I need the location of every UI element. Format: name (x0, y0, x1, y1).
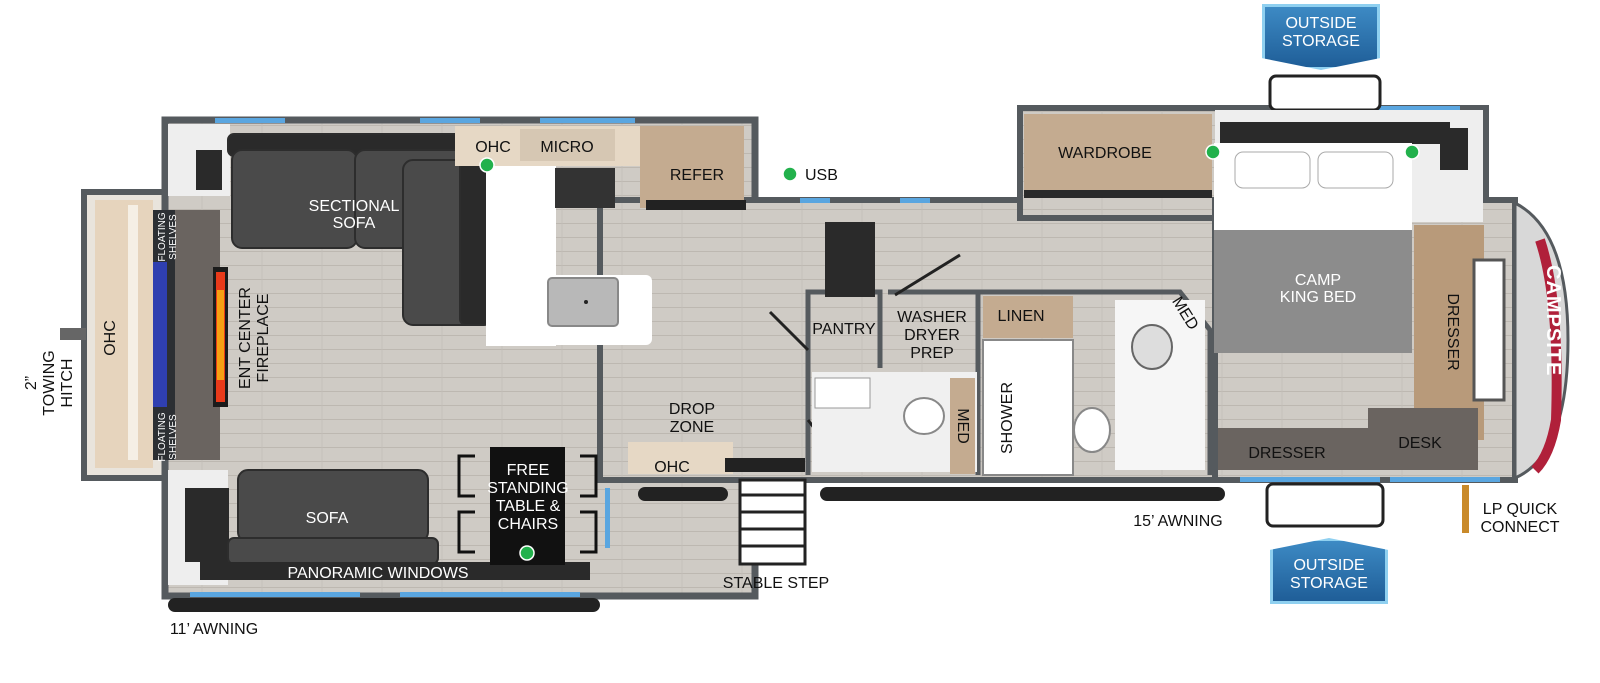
badge-bottom-line-2: STORAGE (1290, 575, 1368, 592)
badge-bottom-line-1: OUTSIDE (1293, 557, 1365, 574)
shower (982, 339, 1074, 476)
label-wardrobe: WARDROBE (1058, 145, 1152, 162)
label-washer-1: WASHER (897, 309, 967, 326)
label-floating-bottom-2: SHELVES (168, 414, 179, 460)
label-ent-center-1: ENT CENTER (237, 287, 254, 389)
label-free-table-1: FREE (507, 462, 550, 479)
label-washer-2: DRYER (904, 327, 960, 344)
desk (1368, 408, 1478, 470)
label-micro: MICRO (540, 139, 593, 156)
outside-storage-badge-top: OUTSIDE STORAGE (1262, 4, 1380, 70)
dresser-bottom (1218, 428, 1368, 470)
drop-zone-counter (628, 442, 733, 474)
usb-dot-table (519, 545, 535, 561)
label-ohc-kitchen: OHC (475, 139, 511, 156)
entry-threshold (725, 458, 805, 472)
towing-hitch (60, 328, 86, 340)
half-bath-sink (814, 377, 871, 409)
outside-storage-badge-bottom: OUTSIDE STORAGE (1270, 538, 1388, 604)
label-floating-bottom-1: FLOATING (157, 412, 168, 461)
label-awning-15: 15’ AWNING (1133, 513, 1223, 530)
dresser-side (1414, 225, 1484, 440)
kitchen-island (490, 275, 652, 345)
closet-rods (825, 222, 875, 297)
usb-dot-wardrobe (1205, 144, 1221, 160)
bath-toilet (1073, 407, 1111, 453)
label-shower: SHOWER (999, 382, 1016, 454)
label-lp-quick-1: LP QUICK (1483, 501, 1558, 518)
labels: OHC 2” TOWING HITCH FLOATING SHELVES FLO… (23, 139, 1560, 638)
label-usb: USB (805, 167, 838, 184)
label-floating-top-1: FLOATING (157, 212, 168, 261)
label-hitch-3: HITCH (59, 359, 76, 408)
label-drop-zone-2: ZONE (670, 419, 714, 436)
usb-dot-kitchen (479, 157, 495, 173)
med-cabinet-half (950, 378, 975, 474)
outside-storage-door-top (1268, 74, 1382, 112)
usb-dot-bed (1404, 144, 1420, 160)
label-desk: DESK (1398, 435, 1442, 452)
bed-headboard (1220, 122, 1450, 144)
badge-top-line-2: STORAGE (1282, 33, 1360, 50)
half-bath-toilet (903, 397, 945, 435)
lp-connector (1462, 485, 1469, 533)
linen-cabinet (983, 296, 1073, 338)
label-lp-quick-2: CONNECT (1480, 519, 1559, 536)
label-sectional-2: SOFA (333, 215, 376, 232)
label-washer-3: PREP (910, 345, 954, 362)
awnings (168, 487, 1225, 612)
label-dresser-bottom: DRESSER (1248, 445, 1325, 462)
label-dresser-side: DRESSER (1444, 293, 1461, 370)
sectional-sofa (227, 133, 492, 326)
label-sofa: SOFA (306, 510, 349, 527)
label-free-table-2: STANDING (487, 480, 568, 497)
label-camp-king-1: CAMP (1295, 272, 1341, 289)
label-stable-step: STABLE STEP (723, 575, 829, 592)
label-sectional-1: SECTIONAL (309, 198, 400, 215)
label-camp-king-2: KING BED (1280, 289, 1356, 306)
label-linen: LINEN (997, 308, 1044, 325)
vent-bottom (185, 488, 229, 562)
usb-dot-legend (782, 166, 798, 182)
ent-center (95, 200, 228, 468)
panoramic-window-sill (200, 562, 590, 580)
label-hitch-2: TOWING (41, 350, 58, 415)
badge-top-line-1: OUTSIDE (1285, 15, 1357, 32)
wardrobe (1024, 114, 1212, 198)
label-awning-11: 11’ AWNING (170, 621, 258, 638)
bath-sink (1131, 324, 1173, 370)
label-pantry: PANTRY (812, 321, 876, 338)
label-ohc-front: OHC (102, 320, 119, 356)
brand-logo: CAMPSITE (1542, 265, 1564, 376)
label-ohc-drop: OHC (654, 459, 690, 476)
sofa (227, 469, 439, 565)
label-hitch-1: 2” (23, 376, 40, 390)
label-floating-top-2: SHELVES (168, 214, 179, 260)
rear-closet (1472, 258, 1506, 402)
vent-top (196, 150, 222, 190)
label-free-table-3: TABLE & (496, 498, 561, 515)
outside-storage-door-bottom (1265, 482, 1385, 528)
entry-stairs (738, 478, 807, 566)
label-panoramic-windows: PANORAMIC WINDOWS (287, 565, 468, 582)
label-med-half: MED (954, 408, 971, 444)
label-drop-zone-1: DROP (669, 401, 715, 418)
label-ent-center-2: FIREPLACE (255, 294, 272, 383)
camp-king-bed (1214, 143, 1412, 353)
label-free-table-4: CHAIRS (498, 516, 558, 533)
label-refer: REFER (670, 167, 724, 184)
bedroom-vent (1440, 128, 1468, 170)
usb-dots (479, 144, 1420, 561)
